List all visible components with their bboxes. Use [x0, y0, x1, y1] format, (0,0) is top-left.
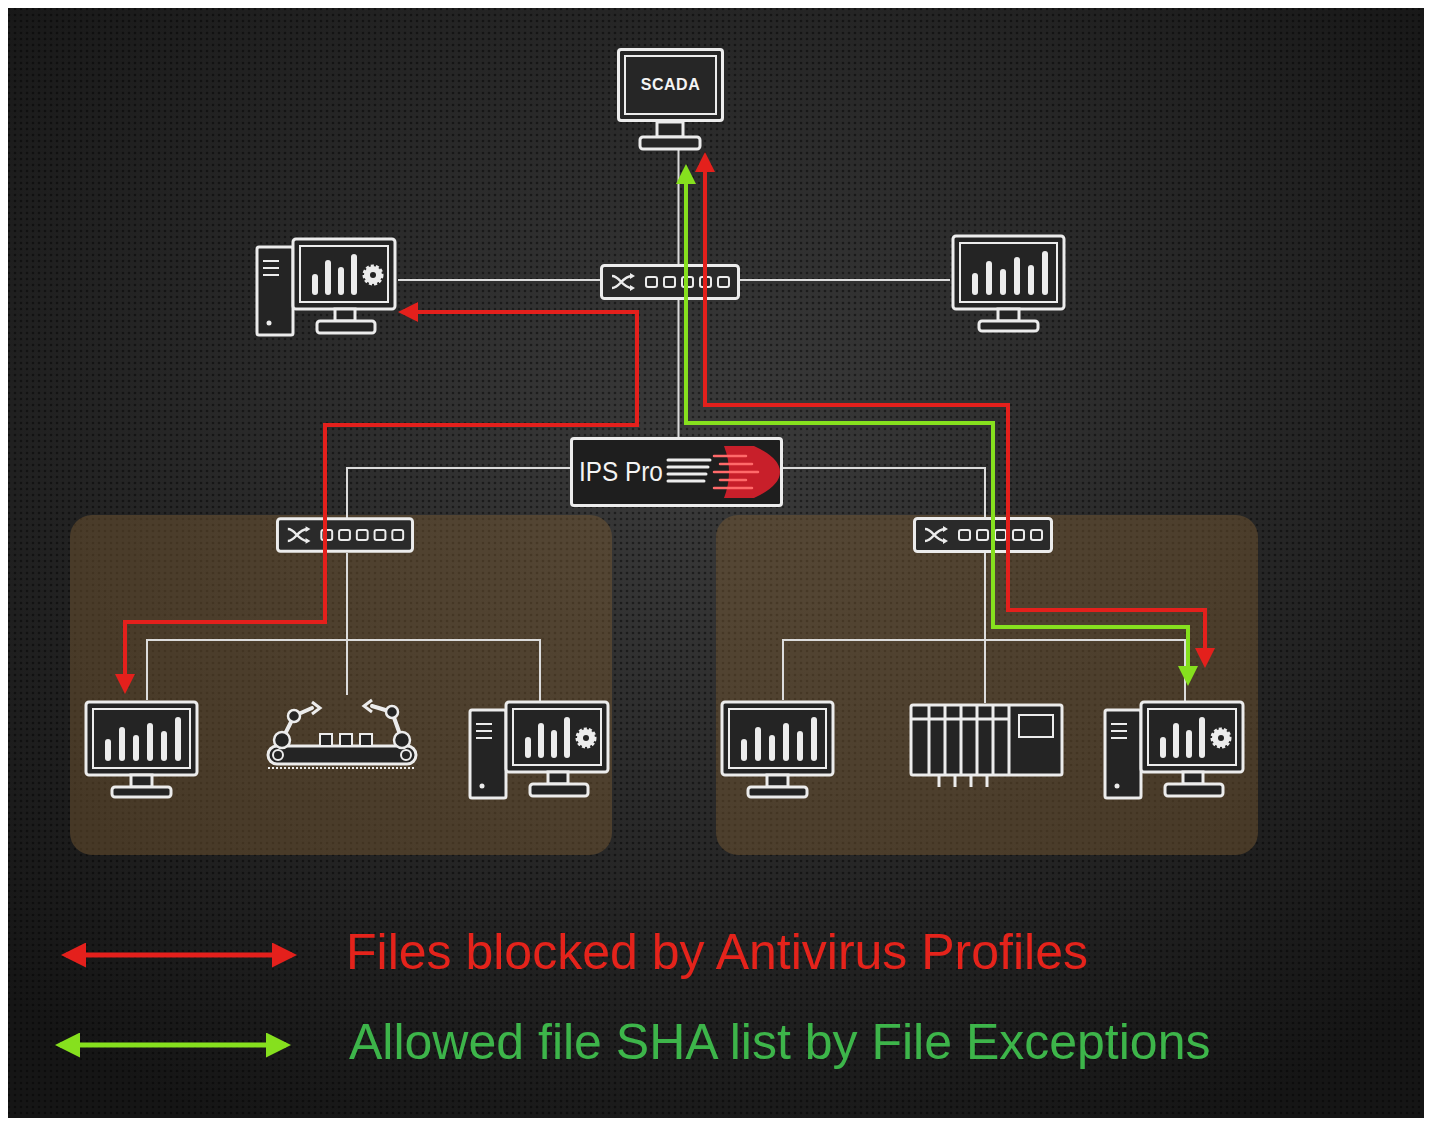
monitor-icon — [953, 236, 1064, 331]
switch-icon — [277, 519, 412, 552]
node-label: IPS Pro — [579, 457, 663, 488]
scada-monitor: SCADA — [617, 48, 724, 122]
flow-arrows — [125, 156, 1205, 690]
network-wires — [147, 280, 1185, 703]
dot-texture — [8, 8, 1424, 1118]
zone-panel — [716, 515, 1258, 855]
scada-stand — [640, 122, 700, 149]
workstation-icon — [257, 239, 395, 335]
monitor-icon — [722, 702, 833, 797]
plc-icon — [911, 705, 1062, 787]
workstation-icon — [470, 702, 608, 798]
monitor-icon — [86, 702, 197, 797]
workstation-icon — [1105, 702, 1243, 798]
switch-icon — [602, 266, 739, 299]
robot-icon — [268, 700, 416, 768]
legend-label: Files blocked by Antivirus Profiles — [346, 922, 1088, 982]
dark-ground — [8, 8, 1424, 1118]
zone-panel — [70, 515, 612, 855]
legend-label: Allowed file SHA list by File Exceptions — [349, 1012, 1210, 1072]
switch-icon — [915, 519, 1052, 552]
ips-appliance: IPS Pro — [570, 437, 783, 507]
ips-shield-icon — [668, 444, 780, 500]
legend-samples — [60, 955, 292, 1045]
node-label: SCADA — [641, 76, 700, 94]
